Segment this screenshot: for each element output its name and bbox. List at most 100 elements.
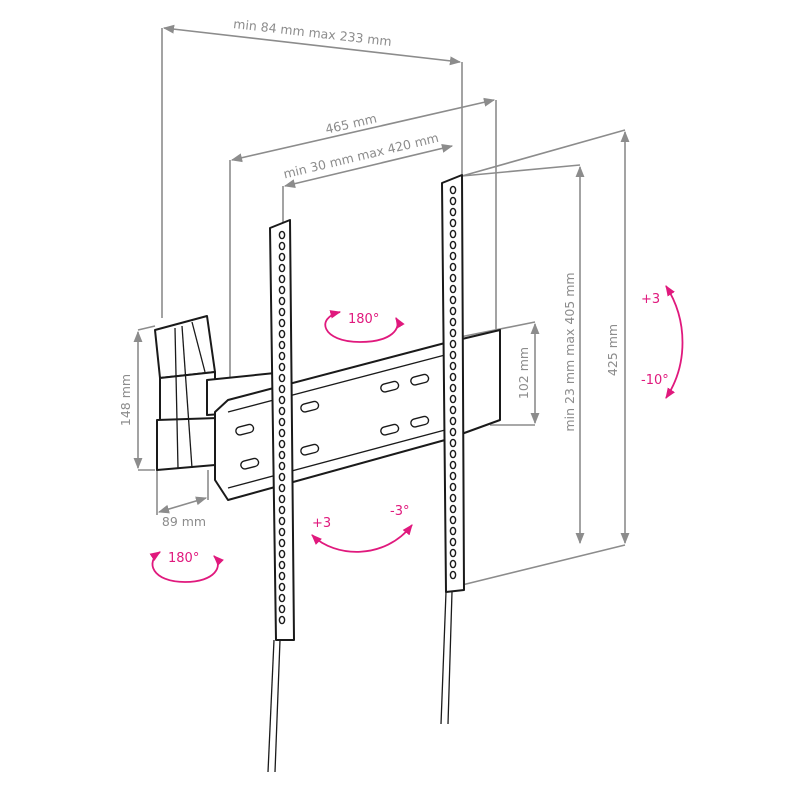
plate-slot <box>380 380 400 393</box>
rail-hole <box>278 472 286 482</box>
rail-hole <box>449 537 457 547</box>
swivel-arrow-icon <box>324 310 405 343</box>
rail-hole <box>449 438 457 448</box>
label-wall-plate-height: 148 mm <box>118 374 133 426</box>
rail-hole <box>278 329 286 339</box>
rail-hole <box>449 317 457 327</box>
rail-hole <box>278 362 286 372</box>
rail-hole <box>449 471 457 481</box>
rail-hole <box>449 284 457 294</box>
rail-hole <box>278 428 286 438</box>
rail-hole <box>278 263 286 273</box>
rail-hole <box>449 306 457 316</box>
label-tilt-up: +3 <box>641 292 660 307</box>
label-plate-height: 102 mm <box>516 347 531 399</box>
rail-hole <box>278 527 286 537</box>
rail-hole <box>278 483 286 493</box>
rail-hole <box>278 450 286 460</box>
rail-hole <box>449 416 457 426</box>
rail-hole <box>278 252 286 262</box>
rail-hole <box>278 241 286 251</box>
rail-hole <box>278 505 286 515</box>
rail-hole <box>449 361 457 371</box>
vertical-rail-right <box>440 174 465 725</box>
label-arm-extension: min 84 mm max 233 mm <box>233 16 393 49</box>
rail-hole <box>449 218 457 228</box>
rail-hole <box>449 328 457 338</box>
extension-lines <box>137 28 626 586</box>
rail-hole <box>278 461 286 471</box>
rail-hole <box>449 559 457 569</box>
rail-hole <box>449 383 457 393</box>
rail-hole <box>278 549 286 559</box>
rail-hole <box>449 196 457 206</box>
dim-wall-plate-width <box>157 496 208 514</box>
dim-overall-width <box>230 97 496 163</box>
rail-hole <box>278 593 286 603</box>
label-wall-plate-width: 89 mm <box>162 514 206 529</box>
rail-hole <box>278 417 286 427</box>
rail-hole <box>449 372 457 382</box>
rail-hole <box>449 262 457 272</box>
plate-slot <box>300 443 320 456</box>
rail-hole <box>278 560 286 570</box>
plate-slot <box>410 373 430 386</box>
rail-hole <box>278 274 286 284</box>
rail-hole <box>449 504 457 514</box>
level-arrow-icon <box>311 524 413 553</box>
plate-slot <box>300 400 320 413</box>
rail-hole <box>278 615 286 625</box>
label-level-plus: +3 <box>312 516 331 531</box>
label-vertical-range: min 23 mm max 405 mm <box>562 272 577 431</box>
rail-hole <box>278 307 286 317</box>
plate-slot <box>380 423 400 436</box>
plate-slot <box>235 423 255 436</box>
rail-hole <box>278 285 286 295</box>
rail-hole <box>278 318 286 328</box>
rail-hole <box>449 526 457 536</box>
dim-arm-extension <box>162 24 462 66</box>
rail-hole <box>278 516 286 526</box>
rail-hole <box>449 515 457 525</box>
rail-hole <box>449 405 457 415</box>
rail-hole <box>449 449 457 459</box>
rail-hole <box>278 340 286 350</box>
rail-hole <box>449 570 457 580</box>
vertical-rail-left <box>267 219 295 773</box>
rail-hole <box>449 229 457 239</box>
label-swivel-wall: 180° <box>168 551 199 566</box>
label-rail-spacing: min 30 mm max 420 mm <box>282 130 440 181</box>
rail-hole <box>278 395 286 405</box>
wall-swivel-arrow-icon <box>149 551 224 583</box>
rail-hole <box>278 406 286 416</box>
rail-hole <box>449 350 457 360</box>
rail-hole <box>278 582 286 592</box>
rail-hole <box>449 185 457 195</box>
rail-hole <box>449 339 457 349</box>
rail-hole <box>449 207 457 217</box>
label-swivel-top: 180° <box>348 312 379 327</box>
rail-hole <box>449 493 457 503</box>
rail-hole <box>278 604 286 614</box>
rail-hole <box>449 295 457 305</box>
rail-hole <box>449 251 457 261</box>
rail-hole <box>278 439 286 449</box>
rail-hole <box>278 296 286 306</box>
rail-hole <box>278 373 286 383</box>
rail-hole <box>449 240 457 250</box>
rail-hole <box>278 351 286 361</box>
rail-hole <box>449 427 457 437</box>
rail-hole <box>278 538 286 548</box>
rail-hole <box>278 384 286 394</box>
rail-hole <box>278 230 286 240</box>
label-tilt-down: -10° <box>641 373 669 388</box>
rail-hole <box>449 548 457 558</box>
label-overall-height: 425 mm <box>605 324 620 376</box>
rail-hole <box>449 460 457 470</box>
dimension-lines <box>133 24 630 545</box>
rail-hole <box>449 394 457 404</box>
rail-hole <box>449 273 457 283</box>
plate-slot <box>240 457 260 470</box>
